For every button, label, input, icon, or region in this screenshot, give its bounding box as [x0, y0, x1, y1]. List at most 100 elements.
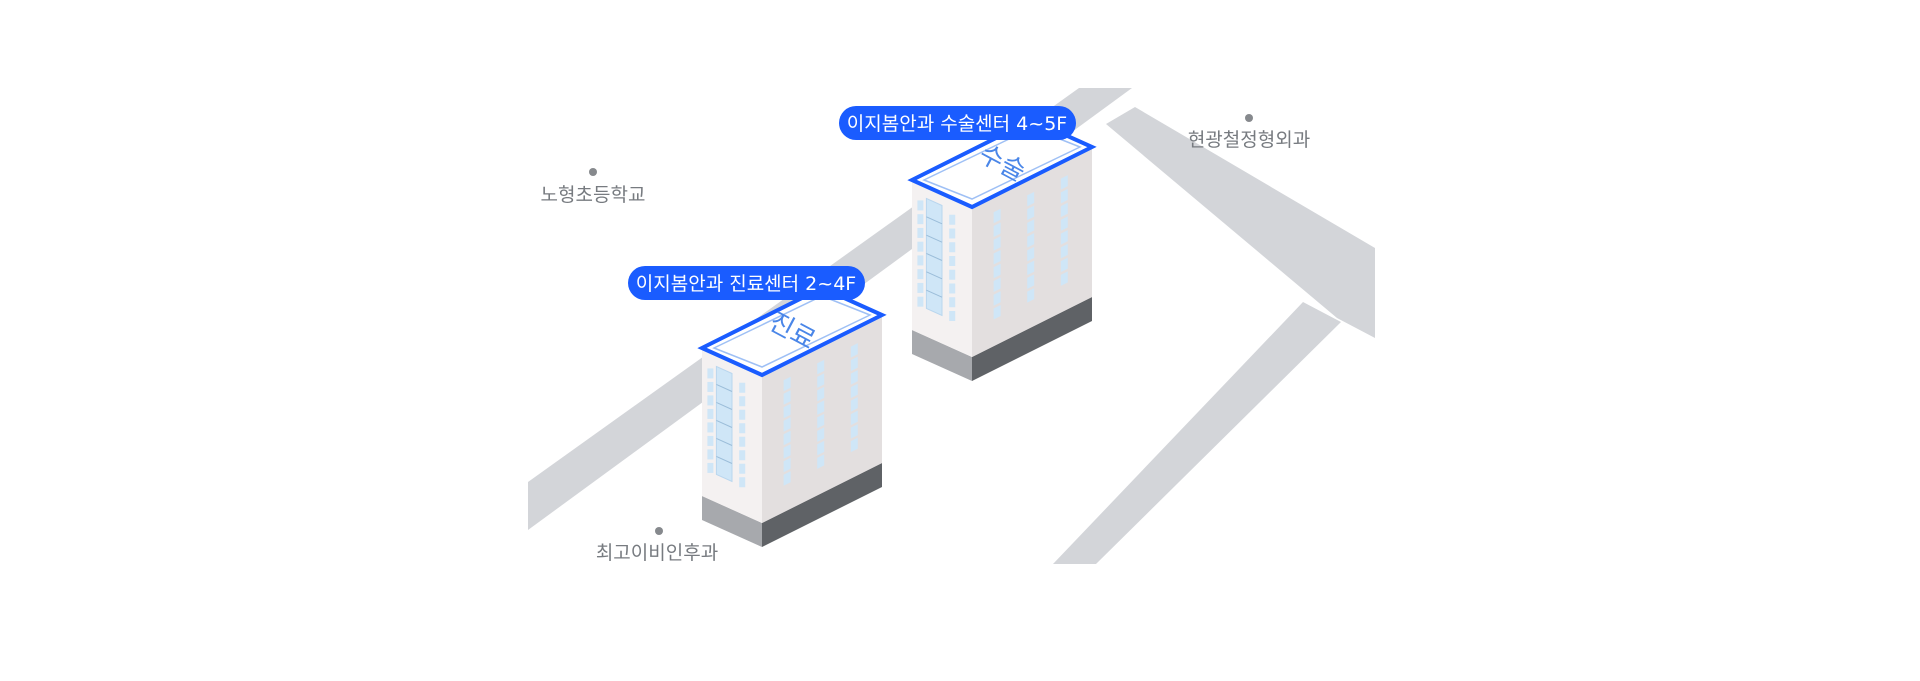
building-floor-line [716, 402, 733, 410]
building-window [707, 381, 714, 392]
building-window [817, 400, 825, 415]
cross-road [1106, 107, 1375, 338]
building-window [917, 227, 924, 238]
building-floor-line [716, 438, 733, 446]
building-window [1060, 243, 1068, 259]
building-window [817, 454, 825, 469]
building-window [707, 395, 714, 406]
building-window [917, 296, 924, 307]
building-window [949, 283, 956, 294]
building-window [1060, 216, 1068, 231]
building-window [817, 413, 825, 429]
building-base-side [972, 297, 1092, 381]
building-clinic-center[interactable]: 진료 [697, 285, 887, 547]
building-window [917, 255, 924, 266]
building-window [1060, 175, 1068, 190]
building-window [993, 222, 1001, 237]
building-window [817, 440, 825, 456]
building-window [783, 444, 791, 459]
building-window [993, 263, 1001, 279]
building-window [783, 457, 791, 473]
building-window [917, 241, 924, 252]
building-window [993, 208, 1001, 224]
building-window [1027, 274, 1035, 289]
building-window [739, 396, 746, 407]
landmark-dot [589, 168, 597, 176]
building-window [917, 214, 924, 225]
building-window [1027, 288, 1035, 303]
landmark-label: 현광철정형외과 [1188, 129, 1310, 151]
callout-clinic-center[interactable]: 이지봄안과 진료센터 2~4F [628, 266, 865, 300]
building-window [993, 249, 1001, 265]
building-window [949, 255, 956, 266]
building-window [1027, 246, 1035, 262]
building-window [783, 376, 791, 392]
building-window [850, 383, 858, 399]
building-window [817, 373, 825, 388]
building-window [1027, 219, 1035, 234]
building-window [949, 228, 956, 239]
building-window [817, 359, 825, 375]
building-window [850, 424, 858, 439]
building-window [949, 297, 956, 308]
landmark-label: 최고이비인후과 [596, 542, 718, 564]
building-window [949, 269, 956, 280]
building-window [739, 463, 746, 474]
building-window [739, 450, 746, 461]
building-window [850, 356, 858, 372]
building-window [707, 368, 714, 379]
building-window [1060, 271, 1068, 286]
building-window [1060, 230, 1068, 245]
building-window [1027, 205, 1035, 221]
landmark-school: 노형초등학교 [541, 168, 645, 206]
callout-pill [839, 106, 1076, 140]
building-window [707, 449, 714, 460]
building-window [1060, 188, 1068, 204]
building-window [739, 477, 746, 488]
building-window [739, 409, 746, 420]
building-window [993, 236, 1001, 251]
building-window [850, 370, 858, 385]
building-floor-line [926, 253, 943, 261]
building-window [1027, 191, 1035, 207]
building-window [783, 390, 791, 405]
building-window [993, 277, 1001, 292]
callout-surgery-center[interactable]: 이지봄안과 수술센터 4~5F [839, 106, 1076, 140]
building-window [949, 214, 956, 225]
building-window [707, 435, 714, 446]
building-floor-line [926, 271, 943, 280]
building-window [917, 269, 924, 280]
building-window [707, 408, 714, 419]
building-window [783, 430, 791, 446]
building-window [817, 386, 825, 402]
building-window [1027, 260, 1035, 276]
building-surgery-center[interactable]: 수술 [907, 117, 1097, 381]
building-floor-line [716, 420, 733, 428]
building-window [993, 291, 1001, 306]
building-window [739, 423, 746, 434]
callout-pill [628, 266, 865, 300]
building-roof-inner [712, 295, 872, 368]
building-window [850, 410, 858, 426]
building-window [917, 282, 924, 293]
building-window [783, 417, 791, 432]
building-window [707, 462, 714, 473]
building-window [1060, 202, 1068, 218]
building-window [707, 422, 714, 433]
building-window [949, 242, 956, 253]
building-roof-inner [922, 127, 1082, 200]
building-floor-line [926, 216, 943, 225]
building-base-front [912, 330, 972, 381]
building-floor-line [926, 234, 943, 243]
building-window [783, 403, 791, 419]
building-window [783, 471, 791, 486]
building-window [917, 200, 924, 211]
building-floor-line [926, 289, 943, 298]
landmark-ent-clinic: 최고이비인후과 [596, 527, 718, 564]
callout-text: 이지봄안과 진료센터 2~4F [636, 273, 856, 295]
side-road [1053, 302, 1341, 564]
callout-text: 이지봄안과 수술센터 4~5F [847, 113, 1067, 135]
building-window [850, 437, 858, 453]
building-window [850, 343, 858, 358]
